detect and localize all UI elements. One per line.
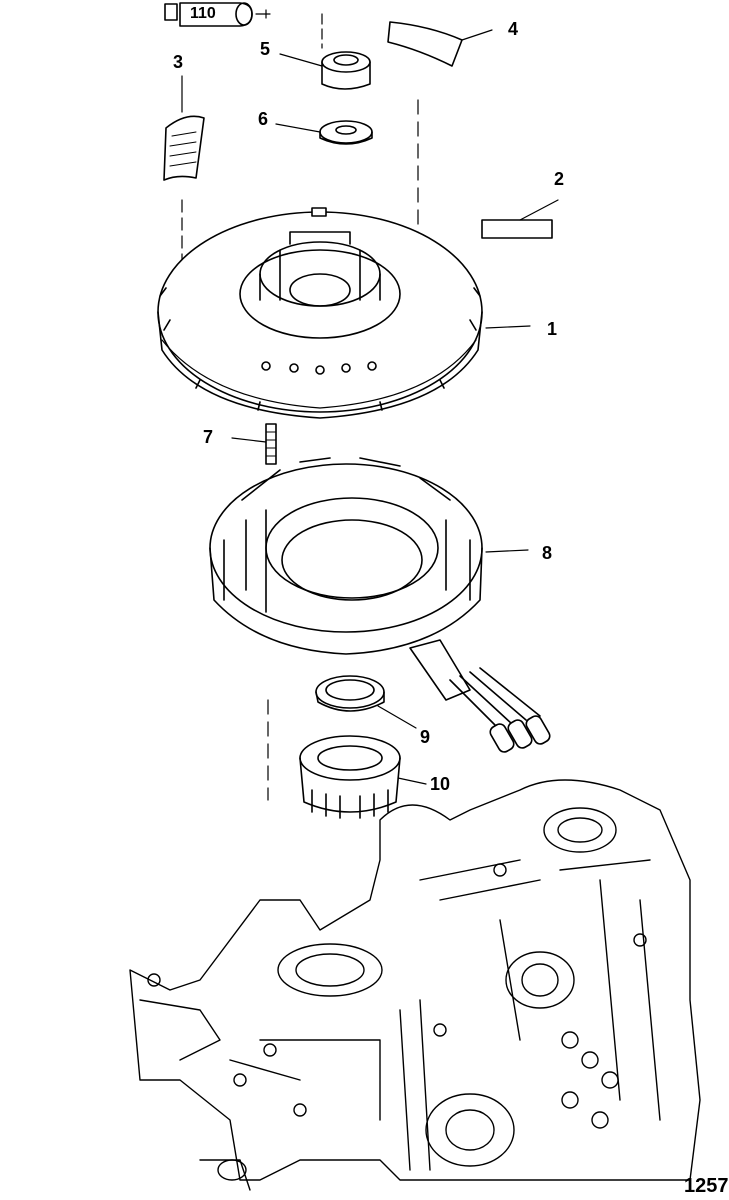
callout-7: 7 <box>203 427 214 447</box>
callout-4: 4 <box>508 19 519 39</box>
flywheel-nut <box>279 13 371 90</box>
callout-3: 3 <box>173 52 184 72</box>
callout-9: 9 <box>420 727 431 747</box>
callout-10: 10 <box>430 774 451 794</box>
stud <box>231 423 277 465</box>
sealant-tag-label: 110 <box>190 5 216 22</box>
flywheel-key <box>481 199 559 239</box>
washer <box>275 120 373 145</box>
callout-1: 1 <box>547 319 558 339</box>
bearing-hub <box>299 735 427 819</box>
callout-8: 8 <box>542 543 553 563</box>
hose-piece <box>387 21 493 67</box>
callout-2: 2 <box>554 169 565 189</box>
stator <box>209 457 551 753</box>
engine-block <box>129 779 701 1191</box>
sealant-tube-icon <box>164 2 271 27</box>
decal-strip <box>163 75 205 321</box>
callout-5: 5 <box>260 39 271 59</box>
seal-ring <box>315 675 417 729</box>
flywheel <box>157 207 531 419</box>
callout-6: 6 <box>258 109 269 129</box>
figure-number: 1257 <box>684 1175 729 1197</box>
